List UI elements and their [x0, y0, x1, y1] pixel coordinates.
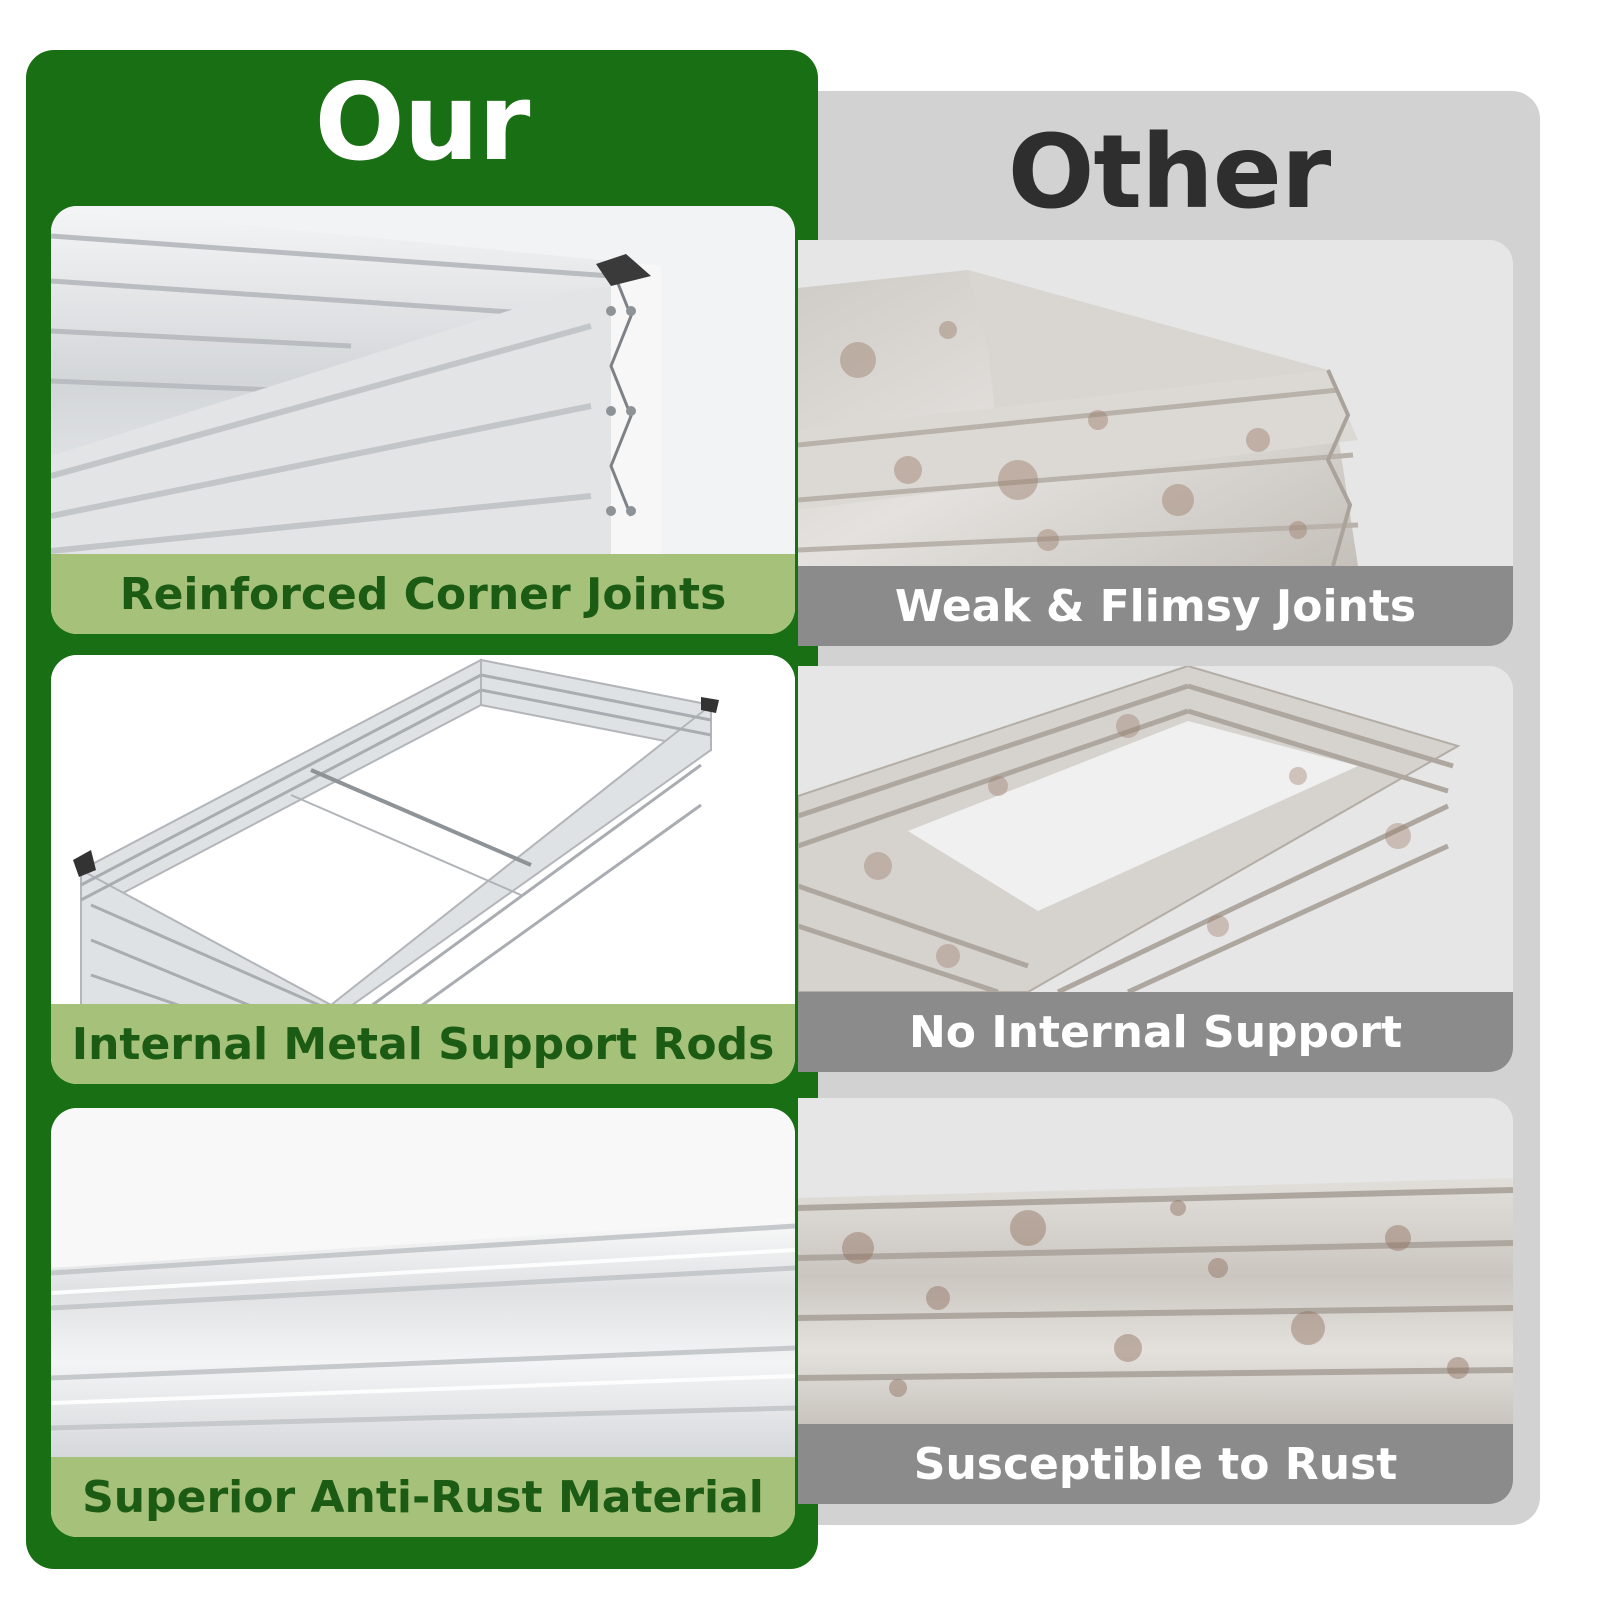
our-feature-card: Internal Metal Support Rods	[51, 655, 795, 1084]
other-feature-card: Weak & Flimsy Joints	[798, 240, 1513, 646]
feature-caption: No Internal Support	[798, 992, 1513, 1072]
feature-caption: Susceptible to Rust	[798, 1424, 1513, 1504]
our-heading: Our	[314, 61, 531, 184]
other-heading: Other	[1007, 113, 1332, 232]
feature-caption: Superior Anti-Rust Material	[51, 1457, 795, 1537]
feature-caption: Weak & Flimsy Joints	[798, 566, 1513, 646]
other-feature-card: No Internal Support	[798, 666, 1513, 1072]
rusty-corner-photo	[798, 240, 1513, 566]
raised-bed-with-rods-photo	[51, 655, 795, 1006]
our-feature-card: Superior Anti-Rust Material	[51, 1108, 795, 1537]
feature-caption: Reinforced Corner Joints	[51, 554, 795, 634]
rusty-bed-frame-photo	[798, 666, 1513, 992]
galvanized-panel-photo	[51, 1108, 795, 1459]
our-feature-card: Reinforced Corner Joints	[51, 206, 795, 634]
corner-joint-photo	[51, 206, 795, 556]
rusty-panel-photo	[798, 1098, 1513, 1424]
feature-caption: Internal Metal Support Rods	[51, 1004, 795, 1084]
other-feature-card: Susceptible to Rust	[798, 1098, 1513, 1504]
